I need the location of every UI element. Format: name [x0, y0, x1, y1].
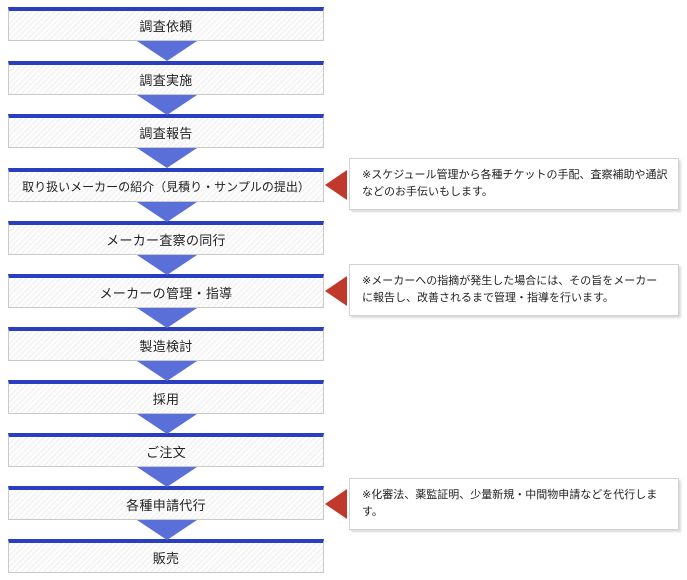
- flow-down-arrow-icon: [137, 95, 197, 115]
- flow-step-application-agency: 各種申請代行: [8, 486, 324, 520]
- flow-step-investigation-request: 調査依頼: [8, 7, 324, 41]
- note-maker-guidance: ※メーカーへの指摘が発生した場合には、その旨をメーカーに報告し、改善されるまで管…: [349, 264, 679, 316]
- flow-step-maker-introduction: 取り扱いメーカーの紹介（見積り・サンプルの提出）: [8, 168, 324, 202]
- flow-step-order: ご注文: [8, 433, 324, 467]
- flow-down-arrow-icon: [137, 467, 197, 487]
- flow-down-arrow-icon: [137, 255, 197, 275]
- flow-step-investigation-execution: 調査実施: [8, 61, 324, 95]
- flow-step-sales: 販売: [8, 539, 324, 573]
- flow-step-manufacturing-review: 製造検討: [8, 327, 324, 361]
- flow-down-arrow-icon: [137, 520, 197, 540]
- note-pointer-icon: [325, 489, 347, 519]
- flow-down-arrow-icon: [137, 308, 197, 328]
- flow-down-arrow-icon: [137, 202, 197, 222]
- flow-step-investigation-report: 調査報告: [8, 114, 324, 148]
- flow-down-arrow-icon: [137, 361, 197, 381]
- flow-step-adoption: 採用: [8, 380, 324, 414]
- flow-step-maker-management: メーカーの管理・指導: [8, 274, 324, 308]
- flow-down-arrow-icon: [137, 41, 197, 61]
- flow-step-maker-inspection: メーカー査察の同行: [8, 221, 324, 255]
- note-application-agency: ※化審法、薬監証明、少量新規・中間物申請などを代行します。: [349, 478, 679, 530]
- flow-down-arrow-icon: [137, 148, 197, 168]
- note-pointer-icon: [325, 276, 347, 306]
- note-pointer-icon: [325, 170, 347, 200]
- flow-down-arrow-icon: [137, 414, 197, 434]
- note-support-schedule: ※スケジュール管理から各種チケットの手配、査察補助や通訳などのお手伝いもします。: [349, 158, 679, 210]
